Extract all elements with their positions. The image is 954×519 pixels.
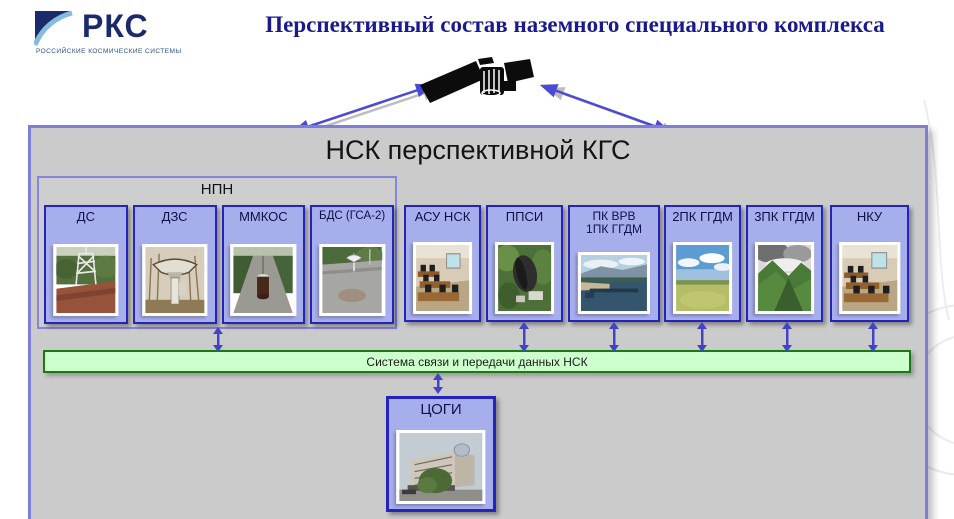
rks-logo-icon (34, 10, 74, 50)
unit-box-ppsi: ППСИ (486, 205, 563, 322)
rks-logo-text: РКС (82, 8, 149, 44)
arrow-ppsi-to-commbar (518, 322, 530, 352)
unit-box-nku: НКУ (830, 205, 909, 322)
tsogi-box: ЦОГИ (386, 396, 496, 512)
unit-box-asu-nsk: АСУ НСК (404, 205, 481, 322)
comm-bar: Система связи и передачи данных НСК (43, 350, 911, 373)
unit-label: 2ПК ГГДМ (672, 209, 733, 224)
unit-box-pk-vrv: ПК ВРВ 1ПК ГГДМ (568, 205, 660, 322)
pk2-photo (672, 242, 733, 314)
unit-label: АСУ НСК (414, 209, 471, 224)
rks-logo-subtext: РОССИЙСКИЕ КОСМИЧЕСКИЕ СИСТЕМЫ (36, 48, 182, 55)
pk-vrv-photo (577, 252, 651, 314)
unit-label: ПК ВРВ (592, 209, 636, 223)
unit-box-bds: БДС (ГСА-2) (310, 205, 394, 324)
unit-label: НКУ (856, 209, 883, 224)
unit-label: ДЗС (161, 209, 188, 224)
unit-label: 3ПК ГГДМ (754, 209, 815, 224)
unit-label: ППСИ (505, 209, 544, 224)
arrow-nku-to-commbar (867, 322, 879, 352)
nsk-complex-title: НСК перспективной КГС (325, 135, 631, 165)
tsogi-photo (396, 430, 486, 504)
unit-label-line2: 1ПК ГГДМ (586, 222, 642, 237)
tsogi-label: ЦОГИ (420, 401, 462, 418)
unit-box-ds: ДС (44, 205, 128, 324)
unit-box-dzs: ДЗС (132, 205, 217, 324)
arrow-commbar-to-tsogi (432, 373, 444, 394)
ppsi-photo (494, 242, 555, 314)
bds-photo (319, 244, 385, 316)
page-title: Перспективный состав наземного специальн… (265, 12, 885, 37)
header: РКС РОССИЙСКИЕ КОСМИЧЕСКИЕ СИСТЕМЫ Персп… (0, 0, 954, 125)
nku-photo (838, 242, 901, 314)
unit-box-2pk-ggdm: 2ПК ГГДМ (664, 205, 741, 322)
comm-bar-label: Система связи и передачи данных НСК (366, 354, 588, 369)
unit-box-mmkos: ММКОС (221, 205, 306, 324)
npn-group-box: НПН ДС (37, 176, 397, 329)
arrow-3pk-to-commbar (781, 322, 793, 352)
npn-units-row: ДС (44, 205, 394, 324)
asu-nsk-photo (412, 242, 473, 314)
unit-box-3pk-ggdm: 3ПК ГГДМ (746, 205, 823, 322)
ds-photo (53, 244, 119, 316)
dzs-photo (141, 244, 208, 316)
rks-logo: РКС РОССИЙСКИЕ КОСМИЧЕСКИЕ СИСТЕМЫ (30, 6, 190, 58)
mmkos-photo (230, 244, 297, 316)
arrow-pkvrv-to-commbar (608, 322, 620, 352)
unit-label: БДС (ГСА-2) (319, 210, 386, 222)
arrow-npn-to-commbar (212, 327, 224, 352)
unit-label: ДС (76, 209, 95, 224)
satellite-icon (420, 57, 534, 103)
arrow-2pk-to-commbar (696, 322, 708, 352)
pk3-photo (754, 242, 815, 314)
npn-group-label: НПН (200, 181, 234, 198)
unit-label: ММКОС (239, 209, 288, 224)
nsk-complex-box: НСК перспективной КГС НПН ДС (28, 125, 928, 519)
